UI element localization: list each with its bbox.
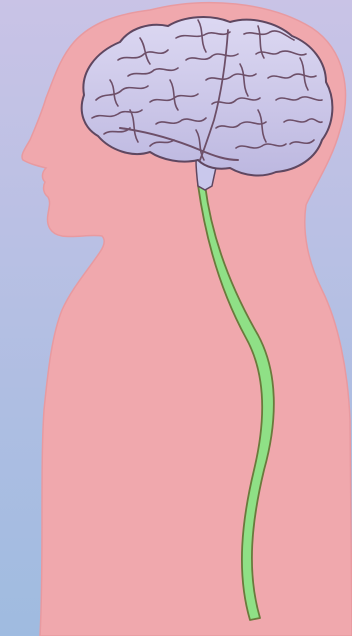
anatomy-diagram <box>0 0 352 636</box>
nervous-system-illustration <box>0 0 352 636</box>
